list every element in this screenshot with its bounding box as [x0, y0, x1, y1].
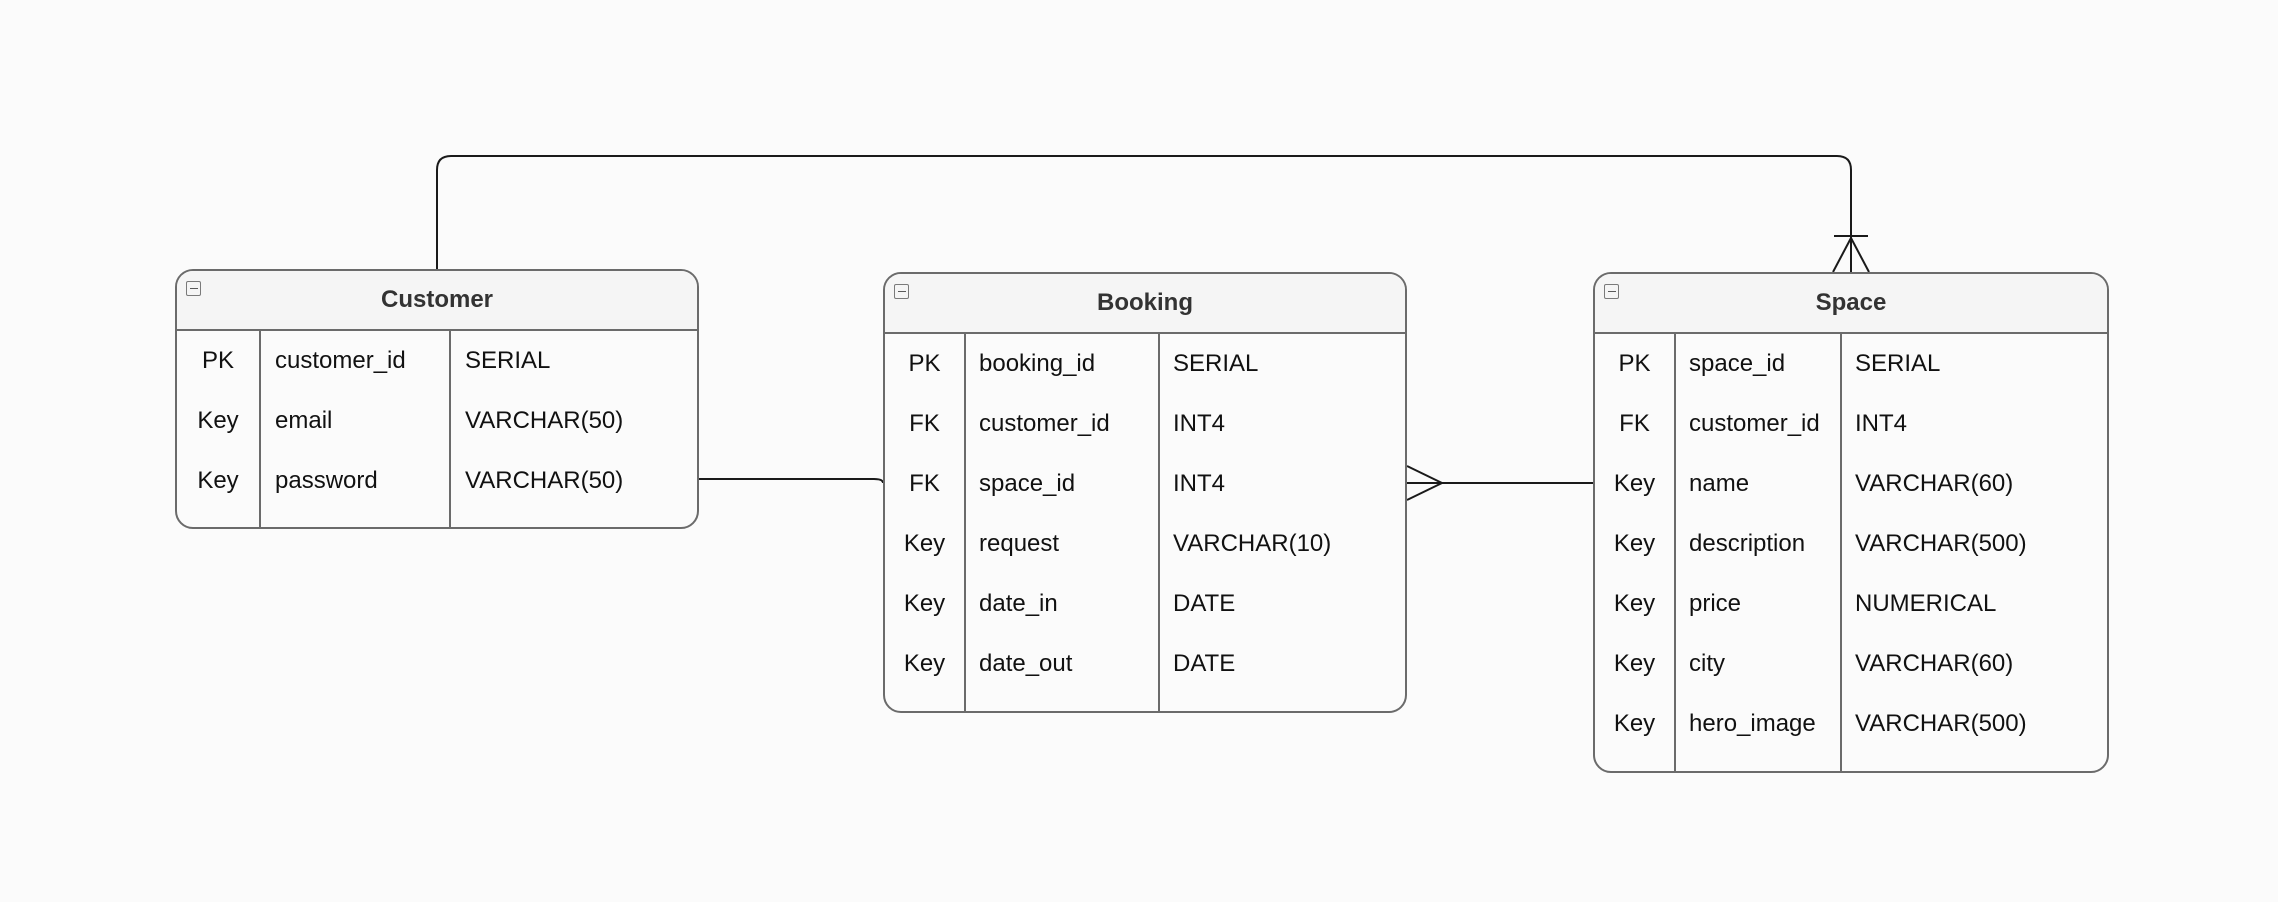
key-type-cell: PK	[201, 347, 234, 374]
field-name-cell: customer_id	[979, 410, 1110, 437]
field-row: Key hero_image VARCHAR(500)	[1595, 694, 2107, 754]
entity-header: Customer	[177, 271, 697, 331]
field-name-cell: price	[1689, 590, 1742, 617]
field-name-cell: date_in	[979, 590, 1058, 617]
entity-booking[interactable]: Booking PK booking_id SERIAL FK customer…	[883, 272, 1407, 713]
field-row: Key request VARCHAR(10)	[885, 514, 1405, 574]
field-row: Key description VARCHAR(500)	[1595, 514, 2107, 574]
key-type-cell: Key	[1613, 710, 1656, 737]
key-type-cell: Key	[903, 530, 946, 557]
field-type-cell: VARCHAR(10)	[1173, 530, 1332, 557]
field-type-cell: VARCHAR(60)	[1855, 470, 2014, 497]
field-row: PK customer_id SERIAL	[177, 331, 697, 391]
collapse-minus-icon[interactable]	[186, 281, 201, 296]
field-row: Key email VARCHAR(50)	[177, 391, 697, 451]
field-name-cell: space_id	[1689, 350, 1786, 377]
field-row: PK booking_id SERIAL	[885, 334, 1405, 394]
entity-title: Booking	[1097, 289, 1193, 316]
field-name-cell: booking_id	[979, 350, 1096, 377]
field-name-cell: customer_id	[275, 347, 406, 374]
collapse-minus-icon[interactable]	[894, 284, 909, 299]
crowfoot-lower-prong	[1406, 482, 1443, 501]
collapse-minus-icon[interactable]	[1604, 284, 1619, 299]
field-row: Key date_in DATE	[885, 574, 1405, 634]
field-type-cell: VARCHAR(500)	[1855, 530, 2027, 557]
column-divider	[1158, 334, 1160, 711]
field-type-cell: INT4	[1173, 410, 1226, 437]
key-type-cell: Key	[1613, 530, 1656, 557]
key-type-cell: Key	[197, 467, 239, 494]
entity-header: Booking	[885, 274, 1405, 334]
entity-body: PK customer_id SERIAL Key email VARCHAR(…	[177, 331, 697, 527]
entity-space[interactable]: Space PK space_id SERIAL FK customer_id …	[1593, 272, 2109, 773]
field-row: Key date_out DATE	[885, 634, 1405, 694]
column-divider	[449, 331, 451, 527]
key-type-cell: Key	[1613, 590, 1656, 617]
key-type-cell: PK	[1618, 350, 1651, 377]
field-type-cell: SERIAL	[1855, 350, 1941, 377]
field-row: FK customer_id INT4	[1595, 394, 2107, 454]
field-type-cell: DATE	[1173, 590, 1236, 617]
field-type-cell: SERIAL	[1173, 350, 1259, 377]
entity-customer[interactable]: Customer PK customer_id SERIAL Key email…	[175, 269, 699, 529]
entity-title: Customer	[380, 286, 494, 313]
relationship-customer-booking[interactable]	[699, 478, 884, 484]
field-name-cell: space_id	[979, 470, 1076, 497]
field-type-cell: DATE	[1173, 650, 1236, 677]
field-row: Key city VARCHAR(60)	[1595, 634, 2107, 694]
key-type-cell: Key	[197, 407, 239, 434]
field-type-cell: INT4	[1173, 470, 1226, 497]
relationship-customer-space[interactable]	[436, 155, 1852, 272]
field-name-cell: request	[979, 530, 1060, 557]
field-type-cell: VARCHAR(500)	[1855, 710, 2027, 737]
key-type-cell: FK	[1619, 410, 1650, 437]
field-type-cell: INT4	[1855, 410, 1908, 437]
field-name-cell: date_out	[979, 650, 1073, 677]
entity-body: PK booking_id SERIAL FK customer_id INT4…	[885, 334, 1405, 711]
field-name-cell: city	[1689, 650, 1725, 677]
column-divider	[1840, 334, 1842, 771]
column-divider	[1674, 334, 1676, 771]
entity-header: Space	[1595, 274, 2107, 334]
field-name-cell: password	[275, 467, 378, 494]
field-type-cell: NUMERICAL	[1855, 590, 1997, 617]
field-name-cell: customer_id	[1689, 410, 1820, 437]
key-type-cell: FK	[909, 410, 940, 437]
key-type-cell: Key	[903, 650, 946, 677]
key-type-cell: PK	[908, 350, 941, 377]
field-type-cell: VARCHAR(60)	[1855, 650, 2014, 677]
field-name-cell: description	[1689, 530, 1806, 557]
field-row: FK customer_id INT4	[885, 394, 1405, 454]
column-divider	[259, 331, 261, 527]
field-row: Key name VARCHAR(60)	[1595, 454, 2107, 514]
field-name-cell: name	[1689, 470, 1750, 497]
field-type-cell: VARCHAR(50)	[465, 467, 624, 494]
key-type-cell: FK	[909, 470, 940, 497]
crowfoot-upper-prong	[1406, 465, 1443, 484]
field-row: Key password VARCHAR(50)	[177, 451, 697, 511]
crowfoot-left-prong	[1832, 237, 1852, 273]
entity-title: Space	[1815, 289, 1887, 316]
field-type-cell: VARCHAR(50)	[465, 407, 624, 434]
field-type-cell: SERIAL	[465, 347, 551, 374]
key-type-cell: Key	[1613, 650, 1656, 677]
key-type-cell: Key	[1613, 470, 1656, 497]
field-row: FK space_id INT4	[885, 454, 1405, 514]
field-name-cell: email	[275, 407, 333, 434]
field-row: PK space_id SERIAL	[1595, 334, 2107, 394]
key-type-cell: Key	[903, 590, 946, 617]
field-name-cell: hero_image	[1689, 710, 1816, 737]
crowfoot-right-prong	[1850, 237, 1870, 273]
column-divider	[964, 334, 966, 711]
field-row: Key price NUMERICAL	[1595, 574, 2107, 634]
entity-body: PK space_id SERIAL FK customer_id INT4 K…	[1595, 334, 2107, 771]
